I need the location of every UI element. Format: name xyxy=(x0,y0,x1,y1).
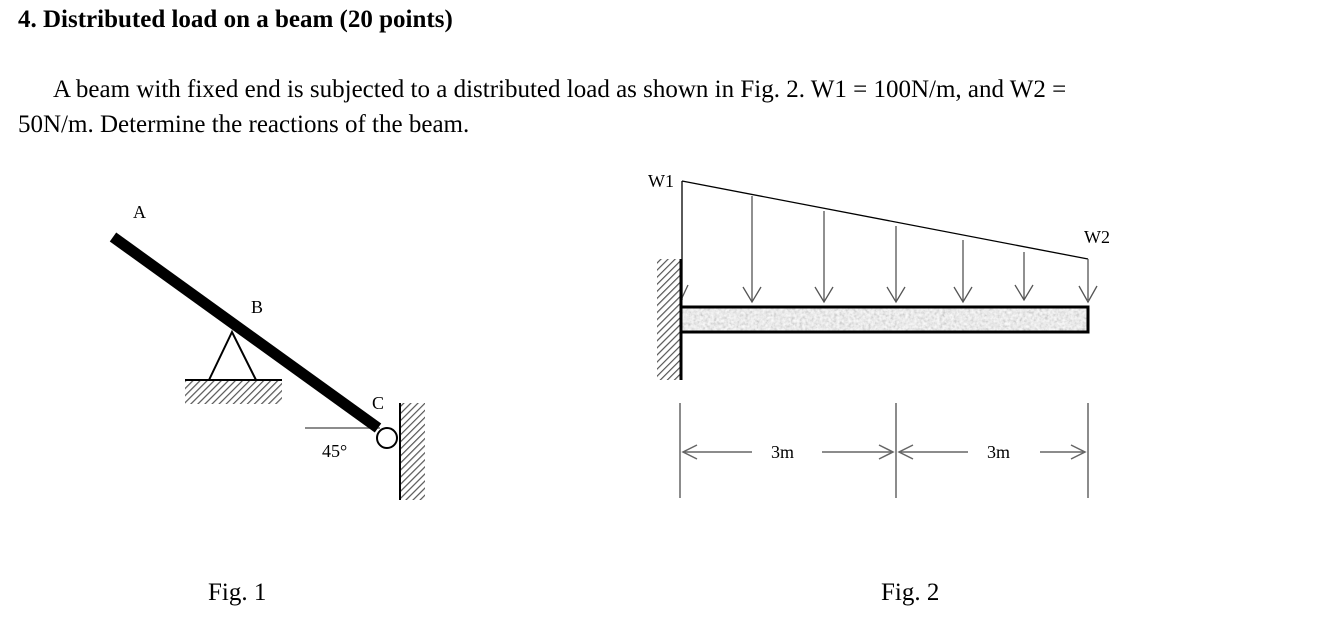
fig2-label-w2: W2 xyxy=(1084,227,1110,247)
ground-hatch xyxy=(185,380,282,404)
dimension-arrow-2 xyxy=(897,444,1087,460)
load-envelope-line xyxy=(681,180,1089,260)
dimension-label-2: 3m xyxy=(987,442,1010,462)
statement-line-2: 50N/m. Determine the reactions of the be… xyxy=(18,111,470,138)
statement-line-1: A beam with fixed end is subjected to a … xyxy=(53,76,1067,103)
triangle-support-icon xyxy=(208,329,257,381)
pin-support-b xyxy=(185,329,282,404)
fig1-angle-label: 45° xyxy=(322,441,347,461)
distributed-load xyxy=(675,180,1098,304)
fig1-beam xyxy=(109,232,382,433)
dimension-label-1: 3m xyxy=(771,442,794,462)
wall-hatch xyxy=(400,403,425,500)
dimension-lines xyxy=(679,403,1089,498)
roller-icon xyxy=(376,427,398,449)
problem-heading: 4. Distributed load on a beam (20 points… xyxy=(18,6,453,33)
figure-1: A B C 45° Fig. 1 xyxy=(109,202,425,606)
load-arrow-icon xyxy=(814,211,834,304)
load-arrow-icon xyxy=(1014,252,1034,302)
wall-support-c xyxy=(399,403,425,500)
fig2-caption: Fig. 2 xyxy=(881,579,939,606)
fig1-label-a: A xyxy=(133,202,146,222)
fig1-label-b: B xyxy=(251,297,263,317)
load-arrow-icon xyxy=(886,226,906,304)
wall-hatch xyxy=(657,259,681,380)
load-arrow-icon xyxy=(742,196,762,304)
fig1-label-c: C xyxy=(372,393,384,413)
fixed-wall-support xyxy=(657,259,683,380)
dimension-arrow-1 xyxy=(681,444,895,460)
fig2-beam xyxy=(679,305,1090,334)
fig1-caption: Fig. 1 xyxy=(208,579,266,606)
fig2-label-w1: W1 xyxy=(648,171,674,191)
figure-2: W1 W2 xyxy=(648,171,1110,606)
problem-statement: A beam with fixed end is subjected to a … xyxy=(18,72,1318,142)
load-arrow-icon xyxy=(1078,285,1098,304)
load-arrow-icon xyxy=(953,240,973,304)
